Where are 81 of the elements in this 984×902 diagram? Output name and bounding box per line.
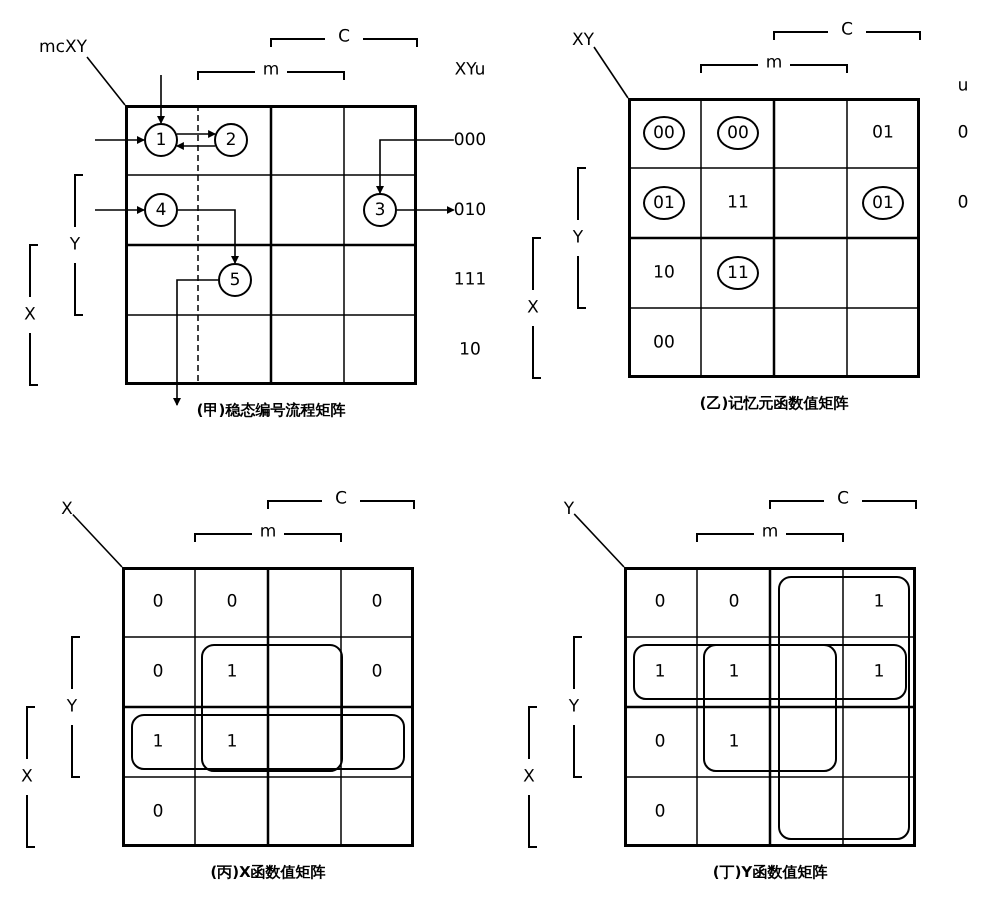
state-circle: 00 <box>643 116 685 150</box>
corner-label: XY <box>572 30 594 50</box>
variable-label: Y <box>572 228 584 248</box>
state-circle: 5 <box>218 263 252 297</box>
karnaugh-grid <box>628 98 920 378</box>
state-circle: 01 <box>643 186 685 220</box>
cell-value: 10 <box>653 264 675 282</box>
corner-label: Y <box>564 499 574 519</box>
cell-value: 1 <box>874 592 884 612</box>
variable-label: m <box>766 54 782 72</box>
cell-value: 0 <box>654 802 666 822</box>
flow-arrow <box>157 75 165 124</box>
flow-arrow <box>176 142 216 150</box>
figure-caption: (丁)Y函数值矩阵 <box>712 864 828 880</box>
variable-label: C <box>841 20 853 40</box>
cell-value: 1 <box>654 662 666 682</box>
cell-value: 0 <box>728 592 740 612</box>
cell-value: 0 <box>152 592 164 612</box>
figure-caption: (丙)X函数值矩阵 <box>210 864 326 880</box>
cell-value: 1 <box>226 662 238 682</box>
variable-label: C <box>338 28 350 46</box>
variable-label: m <box>762 522 778 542</box>
state-code: 10 <box>459 340 481 360</box>
variable-label: C <box>837 490 849 508</box>
karnaugh-grid <box>122 567 414 847</box>
variable-label: X <box>21 768 33 786</box>
cell-value: 1 <box>152 732 164 752</box>
leader-line <box>72 514 123 568</box>
cell-value: 00 <box>653 334 675 352</box>
karnaugh-grid <box>624 567 916 847</box>
cell-value: 0 <box>372 662 382 682</box>
state-circle: 01 <box>862 186 904 220</box>
state-circle: 1 <box>144 123 178 157</box>
state-code: 0 <box>958 124 968 142</box>
leader-line <box>86 56 126 106</box>
variable-label: Y <box>568 698 580 716</box>
state-code: 010 <box>454 200 486 220</box>
state-circle: 4 <box>144 193 178 227</box>
cell-value: 0 <box>654 732 666 752</box>
variable-label: Y <box>66 698 78 716</box>
cell-value: 01 <box>872 124 894 142</box>
state-code: 0 <box>958 194 968 212</box>
corner-label: mcXY <box>39 37 87 57</box>
cell-value: 1 <box>226 732 238 752</box>
cell-value: 0 <box>372 592 382 612</box>
cell-value: 0 <box>152 662 164 682</box>
cell-value: 11 <box>727 194 749 212</box>
state-circle: 2 <box>214 123 248 157</box>
cell-value: 0 <box>654 592 666 612</box>
flow-arrow <box>376 139 454 194</box>
cell-value: 1 <box>728 732 740 752</box>
flow-arrow <box>95 206 145 214</box>
flow-arrow <box>176 130 216 138</box>
flow-arrow <box>173 279 218 406</box>
figure-caption: (甲)稳态编号流程矩阵 <box>196 402 346 418</box>
cell-value: 0 <box>226 592 238 612</box>
variable-label: Y <box>70 236 80 254</box>
leader-line <box>574 513 625 568</box>
variable-label: m <box>262 60 280 80</box>
cell-value: 1 <box>874 662 884 682</box>
variable-label: m <box>260 522 276 542</box>
variable-label: X <box>523 768 535 786</box>
figure-caption: (乙)记忆元函数值矩阵 <box>700 394 848 412</box>
column-header: u <box>958 76 968 96</box>
variable-label: X <box>24 306 36 324</box>
column-header: XYu <box>454 60 486 80</box>
cell-value: 1 <box>728 662 740 682</box>
state-code: 111 <box>454 270 486 290</box>
variable-label: C <box>335 490 347 508</box>
leader-line <box>593 46 629 98</box>
state-code: 000 <box>454 130 486 150</box>
state-circle: 11 <box>717 256 759 290</box>
cell-value: 0 <box>152 802 164 822</box>
variable-label: X <box>527 298 539 318</box>
state-circle: 00 <box>717 116 759 150</box>
flow-arrow <box>397 206 455 214</box>
flow-arrow <box>178 209 239 264</box>
state-circle: 3 <box>363 193 397 227</box>
flow-arrow <box>95 136 145 144</box>
corner-label: X <box>61 499 73 519</box>
karnaugh-grid <box>125 105 417 385</box>
